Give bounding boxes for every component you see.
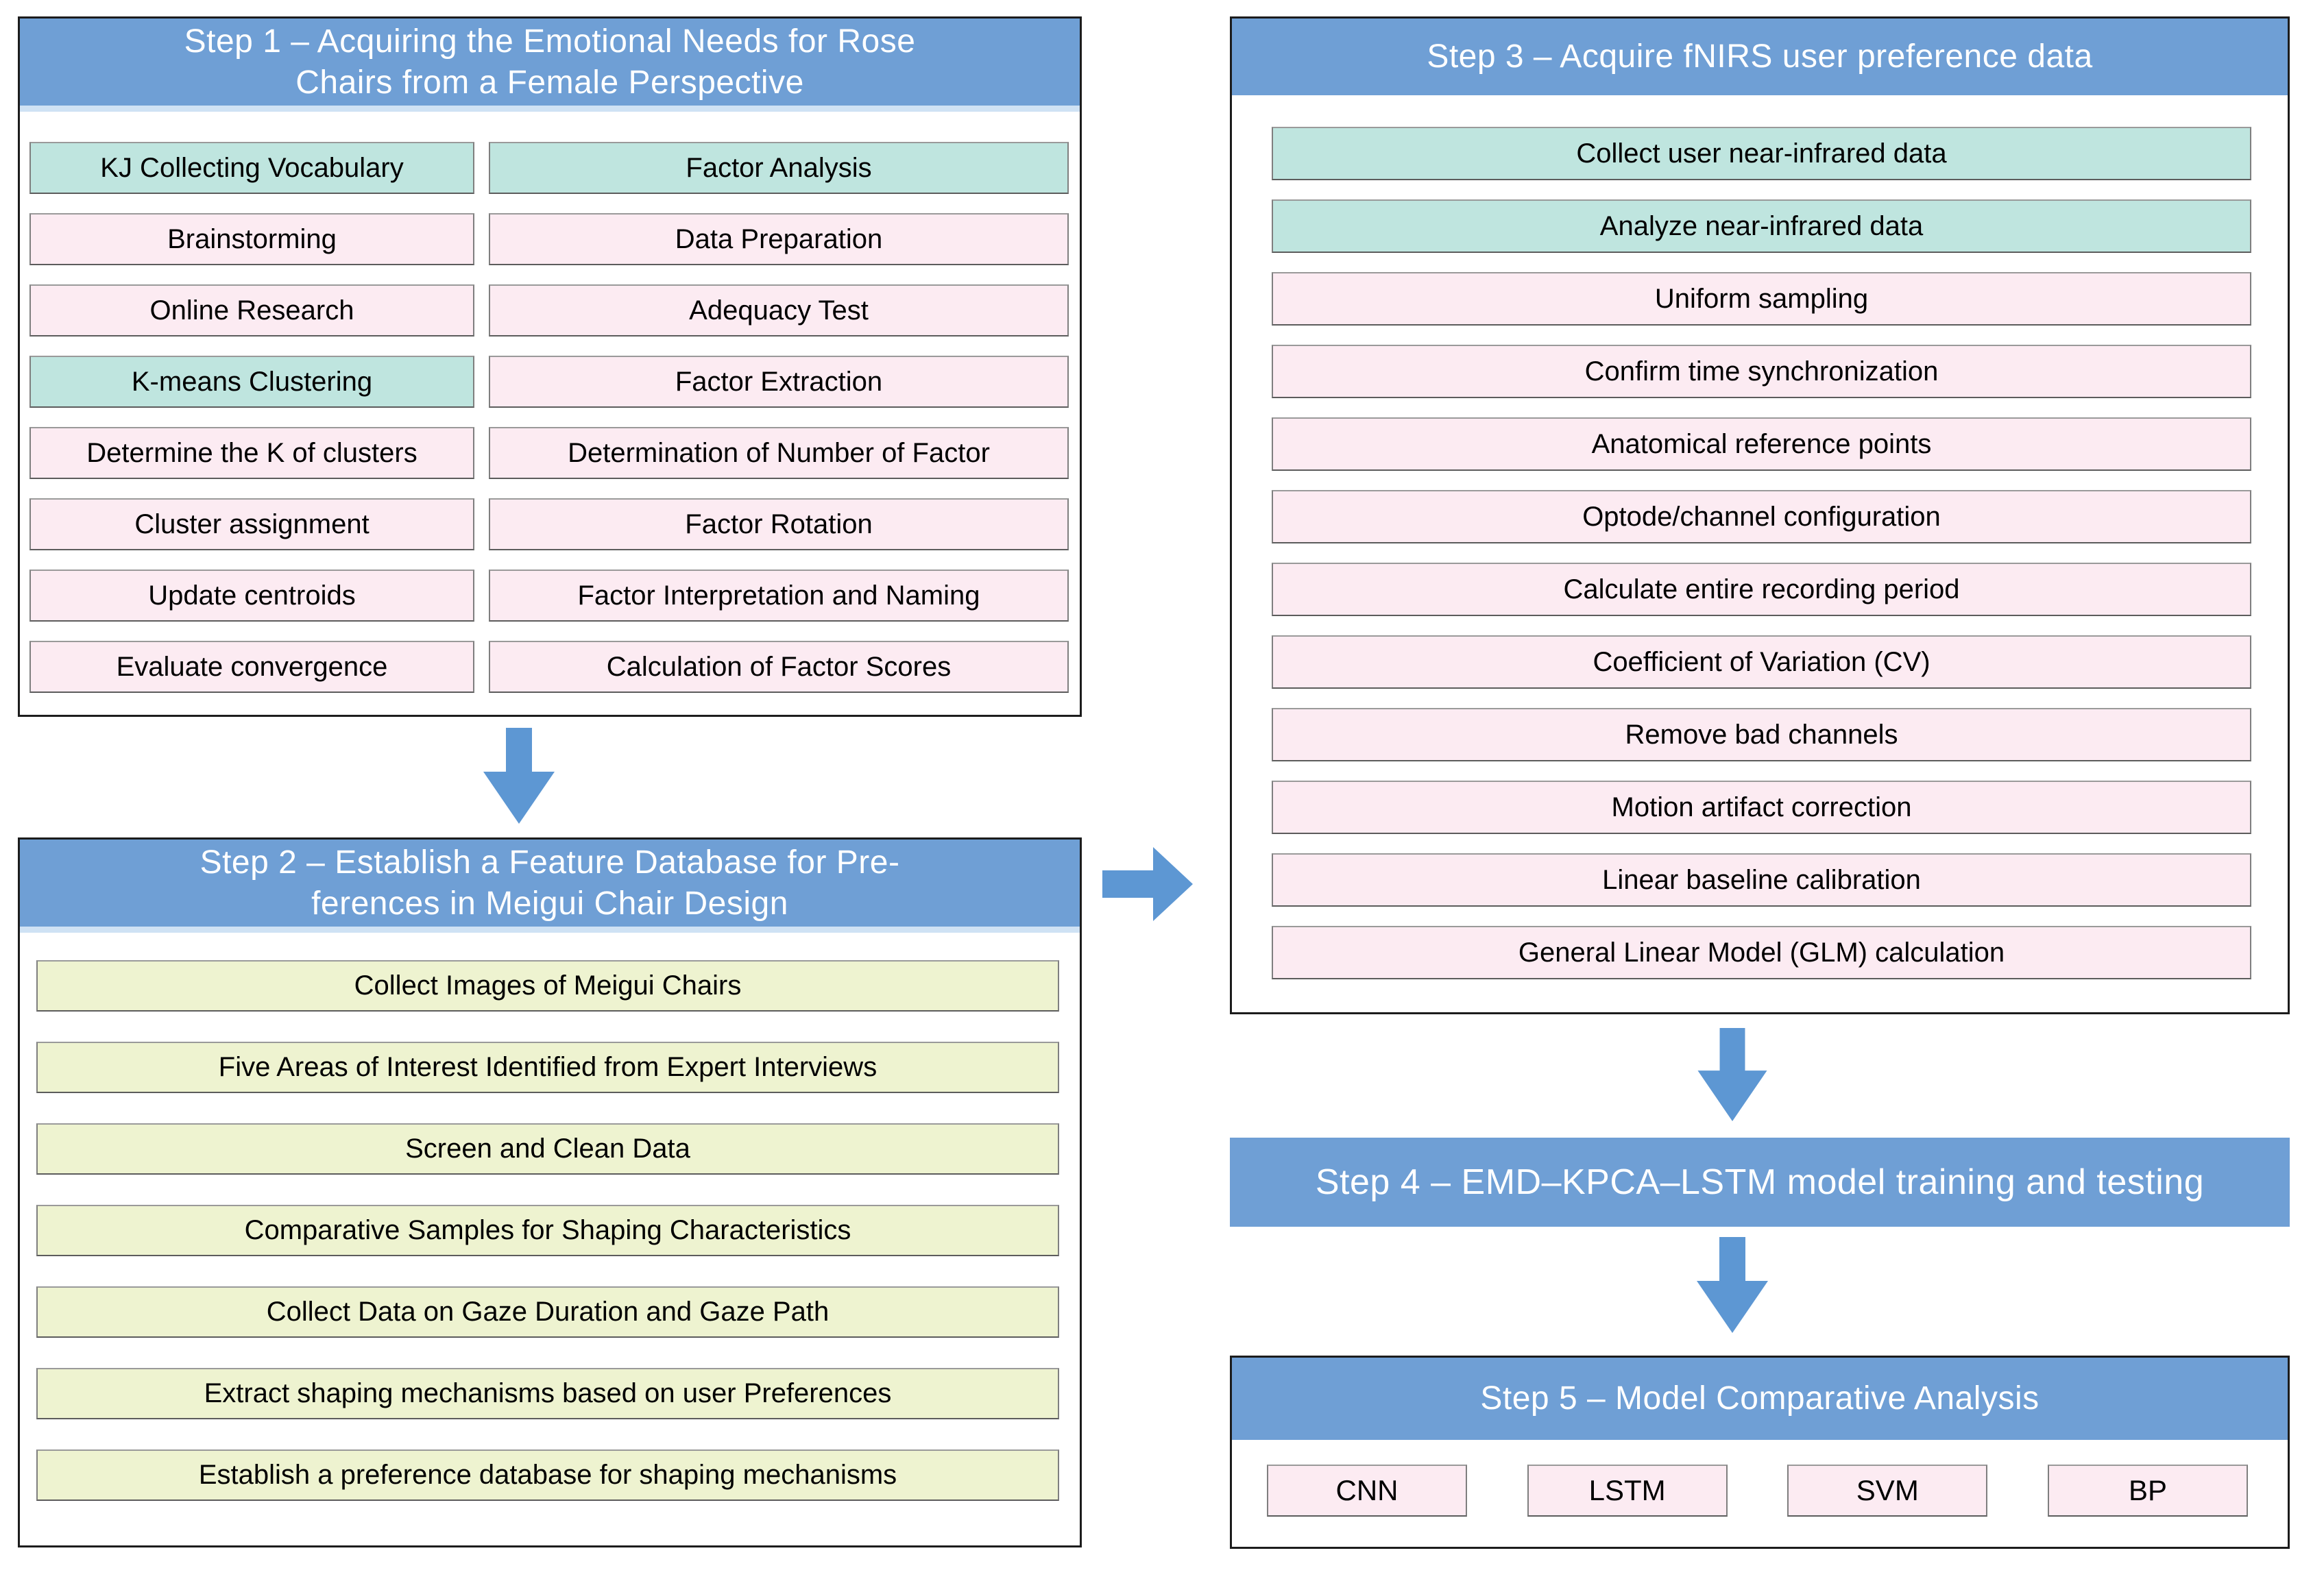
process-box-glm-calculation: General Linear Model (GLM) calculation — [1272, 926, 2251, 979]
process-box-motion-artifact: Motion artifact correction — [1272, 781, 2251, 834]
process-box-preference-database: Establish a preference database for shap… — [36, 1449, 1059, 1501]
step5-panel: Step 5 – Model Comparative Analysis CNN … — [1230, 1356, 2290, 1549]
process-box-determine-k: Determine the K of clusters — [29, 427, 474, 479]
step1-panel: Step 1 – Acquiring the Emotional Needs f… — [18, 16, 1082, 717]
process-box-comparative-samples: Comparative Samples for Shaping Characte… — [36, 1205, 1059, 1256]
process-box-anatomical-reference: Anatomical reference points — [1272, 417, 2251, 471]
process-box-collect-images: Collect Images of Meigui Chairs — [36, 960, 1059, 1012]
process-box-optode-configuration: Optode/channel configuration — [1272, 490, 2251, 543]
arrow-right-icon — [1102, 847, 1193, 921]
process-box-uniform-sampling: Uniform sampling — [1272, 272, 2251, 326]
process-box-recording-period: Calculate entire recording period — [1272, 563, 2251, 616]
step5-header: Step 5 – Model Comparative Analysis — [1232, 1358, 2288, 1440]
process-box-analyze-nir-data: Analyze near-infrared data — [1272, 199, 2251, 253]
step2-panel: Step 2 – Establish a Feature Database fo… — [18, 837, 1082, 1547]
step5-rows: CNN LSTM SVM BP — [1232, 1440, 2288, 1517]
step3-header: Step 3 – Acquire fNIRS user preference d… — [1232, 19, 2288, 95]
process-box-time-synchronization: Confirm time synchronization — [1272, 345, 2251, 398]
process-box-kj-collecting-vocabulary: KJ Collecting Vocabulary — [29, 142, 474, 194]
process-box-screen-clean-data: Screen and Clean Data — [36, 1123, 1059, 1175]
process-box-remove-bad-channels: Remove bad channels — [1272, 708, 2251, 761]
step3-panel: Step 3 – Acquire fNIRS user preference d… — [1230, 16, 2290, 1014]
arrow-down-icon — [483, 728, 555, 824]
arrow-down-icon — [1697, 1028, 1767, 1121]
process-box-online-research: Online Research — [29, 284, 474, 336]
process-box-brainstorming: Brainstorming — [29, 213, 474, 265]
process-box-number-of-factor: Determination of Number of Factor — [489, 427, 1069, 479]
process-box-collect-nir-data: Collect user near-infrared data — [1272, 127, 2251, 180]
process-box-coefficient-variation: Coefficient of Variation (CV) — [1272, 635, 2251, 689]
step1-header: Step 1 – Acquiring the Emotional Needs f… — [20, 19, 1080, 112]
step4-bar: Step 4 – EMD–KPCA–LSTM model training an… — [1230, 1138, 2290, 1227]
step1-columns: KJ Collecting Vocabulary Brainstorming O… — [20, 112, 1080, 693]
process-box-kmeans-clustering: K-means Clustering — [29, 356, 474, 408]
step2-header: Step 2 – Establish a Feature Database fo… — [20, 840, 1080, 933]
model-box-lstm: LSTM — [1527, 1465, 1728, 1517]
model-box-svm: SVM — [1787, 1465, 1988, 1517]
process-box-extract-shaping: Extract shaping mechanisms based on user… — [36, 1368, 1059, 1419]
process-box-update-centroids: Update centroids — [29, 570, 474, 622]
step3-rows: Collect user near-infrared data Analyze … — [1232, 95, 2288, 979]
process-box-evaluate-convergence: Evaluate convergence — [29, 641, 474, 693]
process-box-baseline-calibration: Linear baseline calibration — [1272, 853, 2251, 907]
process-box-data-preparation: Data Preparation — [489, 213, 1069, 265]
process-box-factor-interpretation: Factor Interpretation and Naming — [489, 570, 1069, 622]
step1-left-column: KJ Collecting Vocabulary Brainstorming O… — [29, 142, 474, 693]
process-box-five-areas: Five Areas of Interest Identified from E… — [36, 1042, 1059, 1093]
model-box-cnn: CNN — [1267, 1465, 1467, 1517]
process-box-factor-scores: Calculation of Factor Scores — [489, 641, 1069, 693]
process-box-cluster-assignment: Cluster assignment — [29, 498, 474, 550]
process-box-adequacy-test: Adequacy Test — [489, 284, 1069, 336]
arrow-down-icon — [1697, 1237, 1768, 1333]
process-box-gaze-data: Collect Data on Gaze Duration and Gaze P… — [36, 1286, 1059, 1338]
step1-right-column: Factor Analysis Data Preparation Adequac… — [489, 142, 1069, 693]
process-box-factor-rotation: Factor Rotation — [489, 498, 1069, 550]
process-box-factor-extraction: Factor Extraction — [489, 356, 1069, 408]
model-box-bp: BP — [2047, 1465, 2248, 1517]
process-box-factor-analysis: Factor Analysis — [489, 142, 1069, 194]
step2-rows: Collect Images of Meigui Chairs Five Are… — [20, 933, 1080, 1501]
